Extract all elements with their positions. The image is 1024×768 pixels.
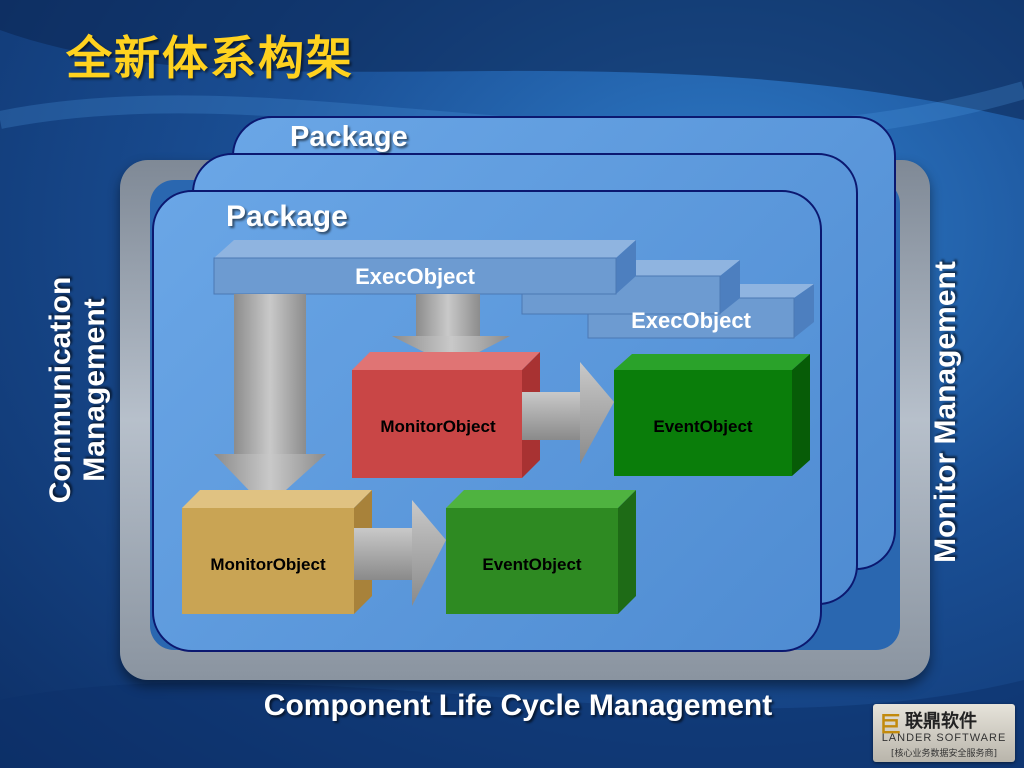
logo-name-cn: 联鼎软件 xyxy=(905,711,977,732)
monitor-object-label-red: MonitorObject xyxy=(380,417,496,436)
arrow-monitor-to-event-1 xyxy=(522,362,614,464)
monitor-object-label-tan: MonitorObject xyxy=(210,555,326,574)
exec-object-label-1: ExecObject xyxy=(355,264,476,289)
page-title: 全新体系构架 xyxy=(66,31,354,85)
monitor-management-label: Monitor Management xyxy=(929,261,962,563)
arrow-exec-to-monitor-tan xyxy=(214,294,326,508)
package-label-front: Package xyxy=(226,200,348,233)
logo-tagline: [核心业务数据安全服务商] xyxy=(890,749,998,759)
exec-object-1 xyxy=(213,240,636,295)
event-object-1 xyxy=(614,354,810,476)
logo-mark-icon: 巨 xyxy=(879,712,902,737)
event-object-label-1: EventObject xyxy=(653,417,753,436)
package-label-back: Package xyxy=(290,121,408,153)
monitor-object-tan xyxy=(182,490,372,614)
left-label-line2: Management xyxy=(78,298,111,482)
logo-name-en: LANDER SOFTWARE xyxy=(881,732,1007,744)
company-logo: 巨 联鼎软件 LANDER SOFTWARE [核心业务数据安全服务商] xyxy=(873,704,1015,762)
event-object-2 xyxy=(446,490,636,614)
exec-object-label-3: ExecObject xyxy=(631,308,752,333)
event-object-label-2: EventObject xyxy=(482,555,582,574)
arrow-exec-to-monitor-red xyxy=(392,294,510,366)
arrow-monitor-to-event-2 xyxy=(354,500,446,606)
monitor-object-red xyxy=(352,352,540,478)
communication-management-label: Communication Management xyxy=(44,277,112,504)
lifecycle-management-label: Component Life Cycle Management xyxy=(263,689,773,722)
left-label-line1: Communication xyxy=(44,276,77,504)
